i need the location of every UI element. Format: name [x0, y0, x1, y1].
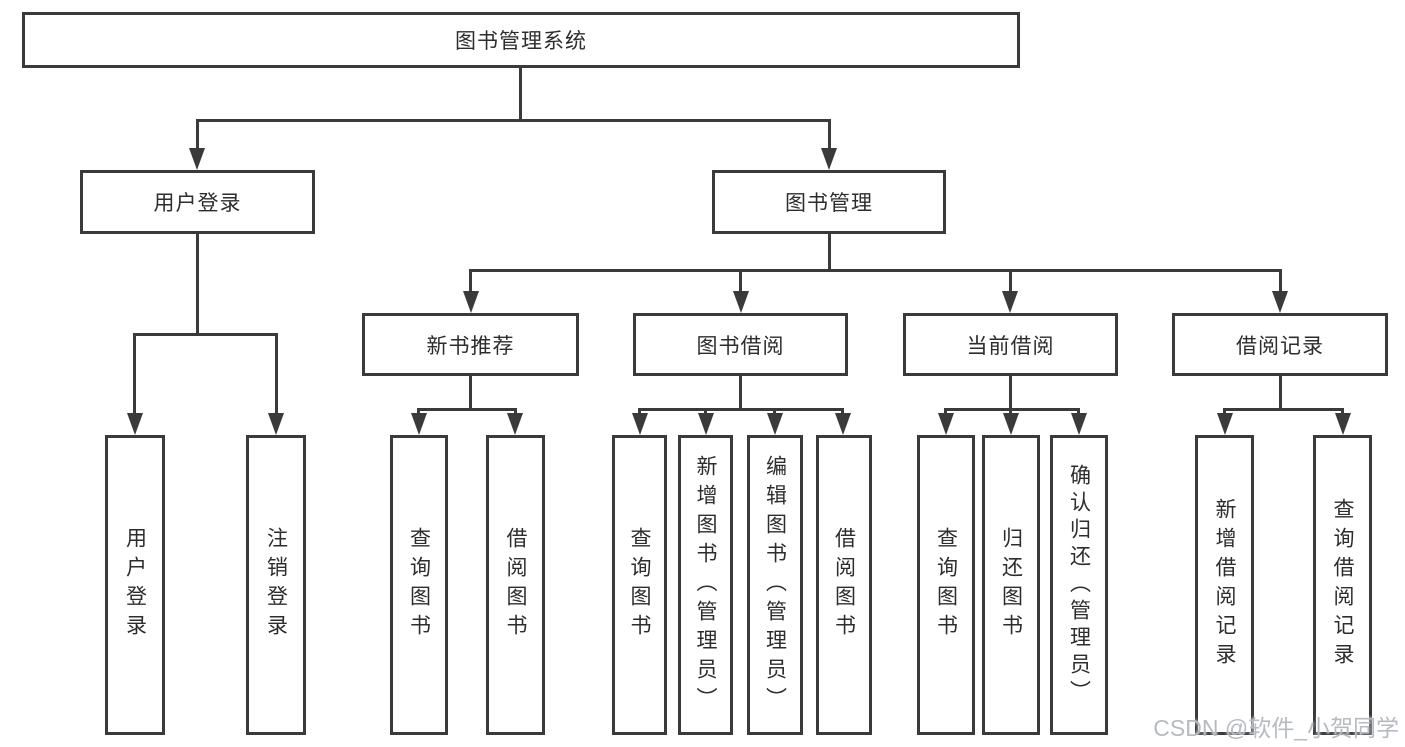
- leaf-label: 新增借阅记录: [1213, 498, 1236, 672]
- leaf-label: 注销登录: [264, 527, 288, 643]
- node-book-borrow: 图书借阅: [633, 313, 848, 376]
- node-user-login: 用户登录: [80, 170, 315, 234]
- leaf-query-book: 查询图书: [612, 435, 667, 735]
- arrowhead: [938, 413, 954, 435]
- arrowhead: [1071, 413, 1087, 435]
- arrowhead: [767, 413, 783, 435]
- arrowhead: [632, 413, 648, 435]
- connector-line: [417, 408, 420, 416]
- connector-line: [519, 68, 522, 121]
- arrowhead: [698, 413, 714, 435]
- node-new-book-recommend-label: 新书推荐: [426, 334, 515, 358]
- arrowhead: [821, 148, 837, 170]
- connector-line: [133, 333, 136, 415]
- leaf-add-borrow-record: 新增借阅记录: [1195, 435, 1254, 735]
- connector-line: [469, 269, 472, 295]
- connector-line: [944, 408, 1080, 411]
- leaf-label: 编辑图书（管理员）: [763, 454, 787, 716]
- node-root-label: 图书管理系统: [455, 30, 587, 53]
- leaf-add-book-admin: 新增图书（管理员）: [678, 435, 733, 735]
- connector-line: [196, 119, 831, 122]
- leaf-label: 借阅图书: [504, 527, 527, 643]
- arrowhead: [1272, 291, 1288, 313]
- arrowhead: [268, 413, 284, 435]
- connector-line: [1009, 269, 1012, 295]
- connector-line: [1223, 408, 1226, 416]
- leaf-label: 确认归还（管理员）: [1067, 463, 1091, 707]
- node-root: 图书管理系统: [22, 12, 1020, 68]
- connector-line: [739, 269, 742, 295]
- connector-line: [1009, 408, 1012, 416]
- leaf-label: 查询图书: [628, 527, 651, 643]
- arrowhead: [1335, 413, 1351, 435]
- node-borrow-record-label: 借阅记录: [1236, 334, 1324, 358]
- connector-line: [1279, 376, 1282, 411]
- connector-line: [196, 234, 199, 336]
- connector-line: [773, 408, 776, 416]
- connector-line: [1077, 408, 1080, 416]
- connector-line: [704, 408, 707, 416]
- connector-line: [638, 408, 844, 411]
- arrowhead: [733, 291, 749, 313]
- leaf-label: 查询图书: [934, 527, 958, 643]
- leaf-borrow-book: 借阅图书: [816, 435, 872, 735]
- node-current-borrow: 当前借阅: [903, 313, 1118, 376]
- connector-line: [841, 408, 844, 416]
- arrowhead: [1002, 291, 1018, 313]
- node-book-borrow-label: 图书借阅: [696, 334, 785, 358]
- connector-line: [739, 376, 742, 411]
- connector-line: [275, 333, 278, 415]
- leaf-label: 新增图书（管理员）: [694, 454, 717, 716]
- leaf-label: 用户登录: [123, 527, 147, 643]
- node-new-book-recommend: 新书推荐: [362, 313, 579, 376]
- leaf-label: 归还图书: [999, 527, 1023, 643]
- arrowhead: [835, 413, 851, 435]
- leaf-query-book: 查询图书: [917, 435, 975, 735]
- leaf-query-book: 查询图书: [390, 435, 448, 735]
- arrowhead: [507, 413, 523, 435]
- arrowhead: [463, 291, 479, 313]
- connector-line: [1341, 408, 1344, 416]
- arrowhead: [411, 413, 427, 435]
- connector-line: [196, 119, 199, 153]
- node-user-login-label: 用户登录: [153, 192, 242, 215]
- connector-line: [1279, 269, 1282, 295]
- connector-line: [133, 333, 278, 336]
- connector-line: [638, 408, 641, 416]
- arrowhead: [1217, 413, 1233, 435]
- leaf-borrow-book: 借阅图书: [486, 435, 545, 735]
- csdn-watermark: CSDN @软件_小贺同学: [1153, 715, 1399, 741]
- leaf-logout: 注销登录: [246, 435, 306, 735]
- leaf-label: 借阅图书: [832, 527, 856, 643]
- connector-line: [469, 376, 472, 411]
- node-book-management: 图书管理: [712, 170, 946, 234]
- node-book-management-label: 图书管理: [785, 192, 873, 215]
- leaf-return-book: 归还图书: [982, 435, 1040, 735]
- arrowhead: [127, 413, 143, 435]
- connector-line: [469, 269, 1282, 272]
- connector-line: [828, 234, 831, 272]
- arrowhead: [1003, 413, 1019, 435]
- leaf-label: 查询图书: [407, 527, 431, 643]
- node-borrow-record: 借阅记录: [1172, 313, 1388, 376]
- leaf-query-borrow-record: 查询借阅记录: [1313, 435, 1372, 735]
- connector-line: [417, 408, 517, 411]
- connector-line: [944, 408, 947, 416]
- leaf-edit-book-admin: 编辑图书（管理员）: [747, 435, 803, 735]
- node-current-borrow-label: 当前借阅: [966, 334, 1055, 358]
- leaf-label: 查询借阅记录: [1331, 498, 1354, 672]
- arrowhead: [189, 148, 205, 170]
- leaf-confirm-return-admin: 确认归还（管理员）: [1050, 435, 1108, 735]
- connector-line: [514, 408, 517, 416]
- connector-line: [828, 119, 831, 153]
- connector-line: [1223, 408, 1343, 411]
- leaf-user-login: 用户登录: [105, 435, 165, 735]
- connector-line: [1009, 376, 1012, 411]
